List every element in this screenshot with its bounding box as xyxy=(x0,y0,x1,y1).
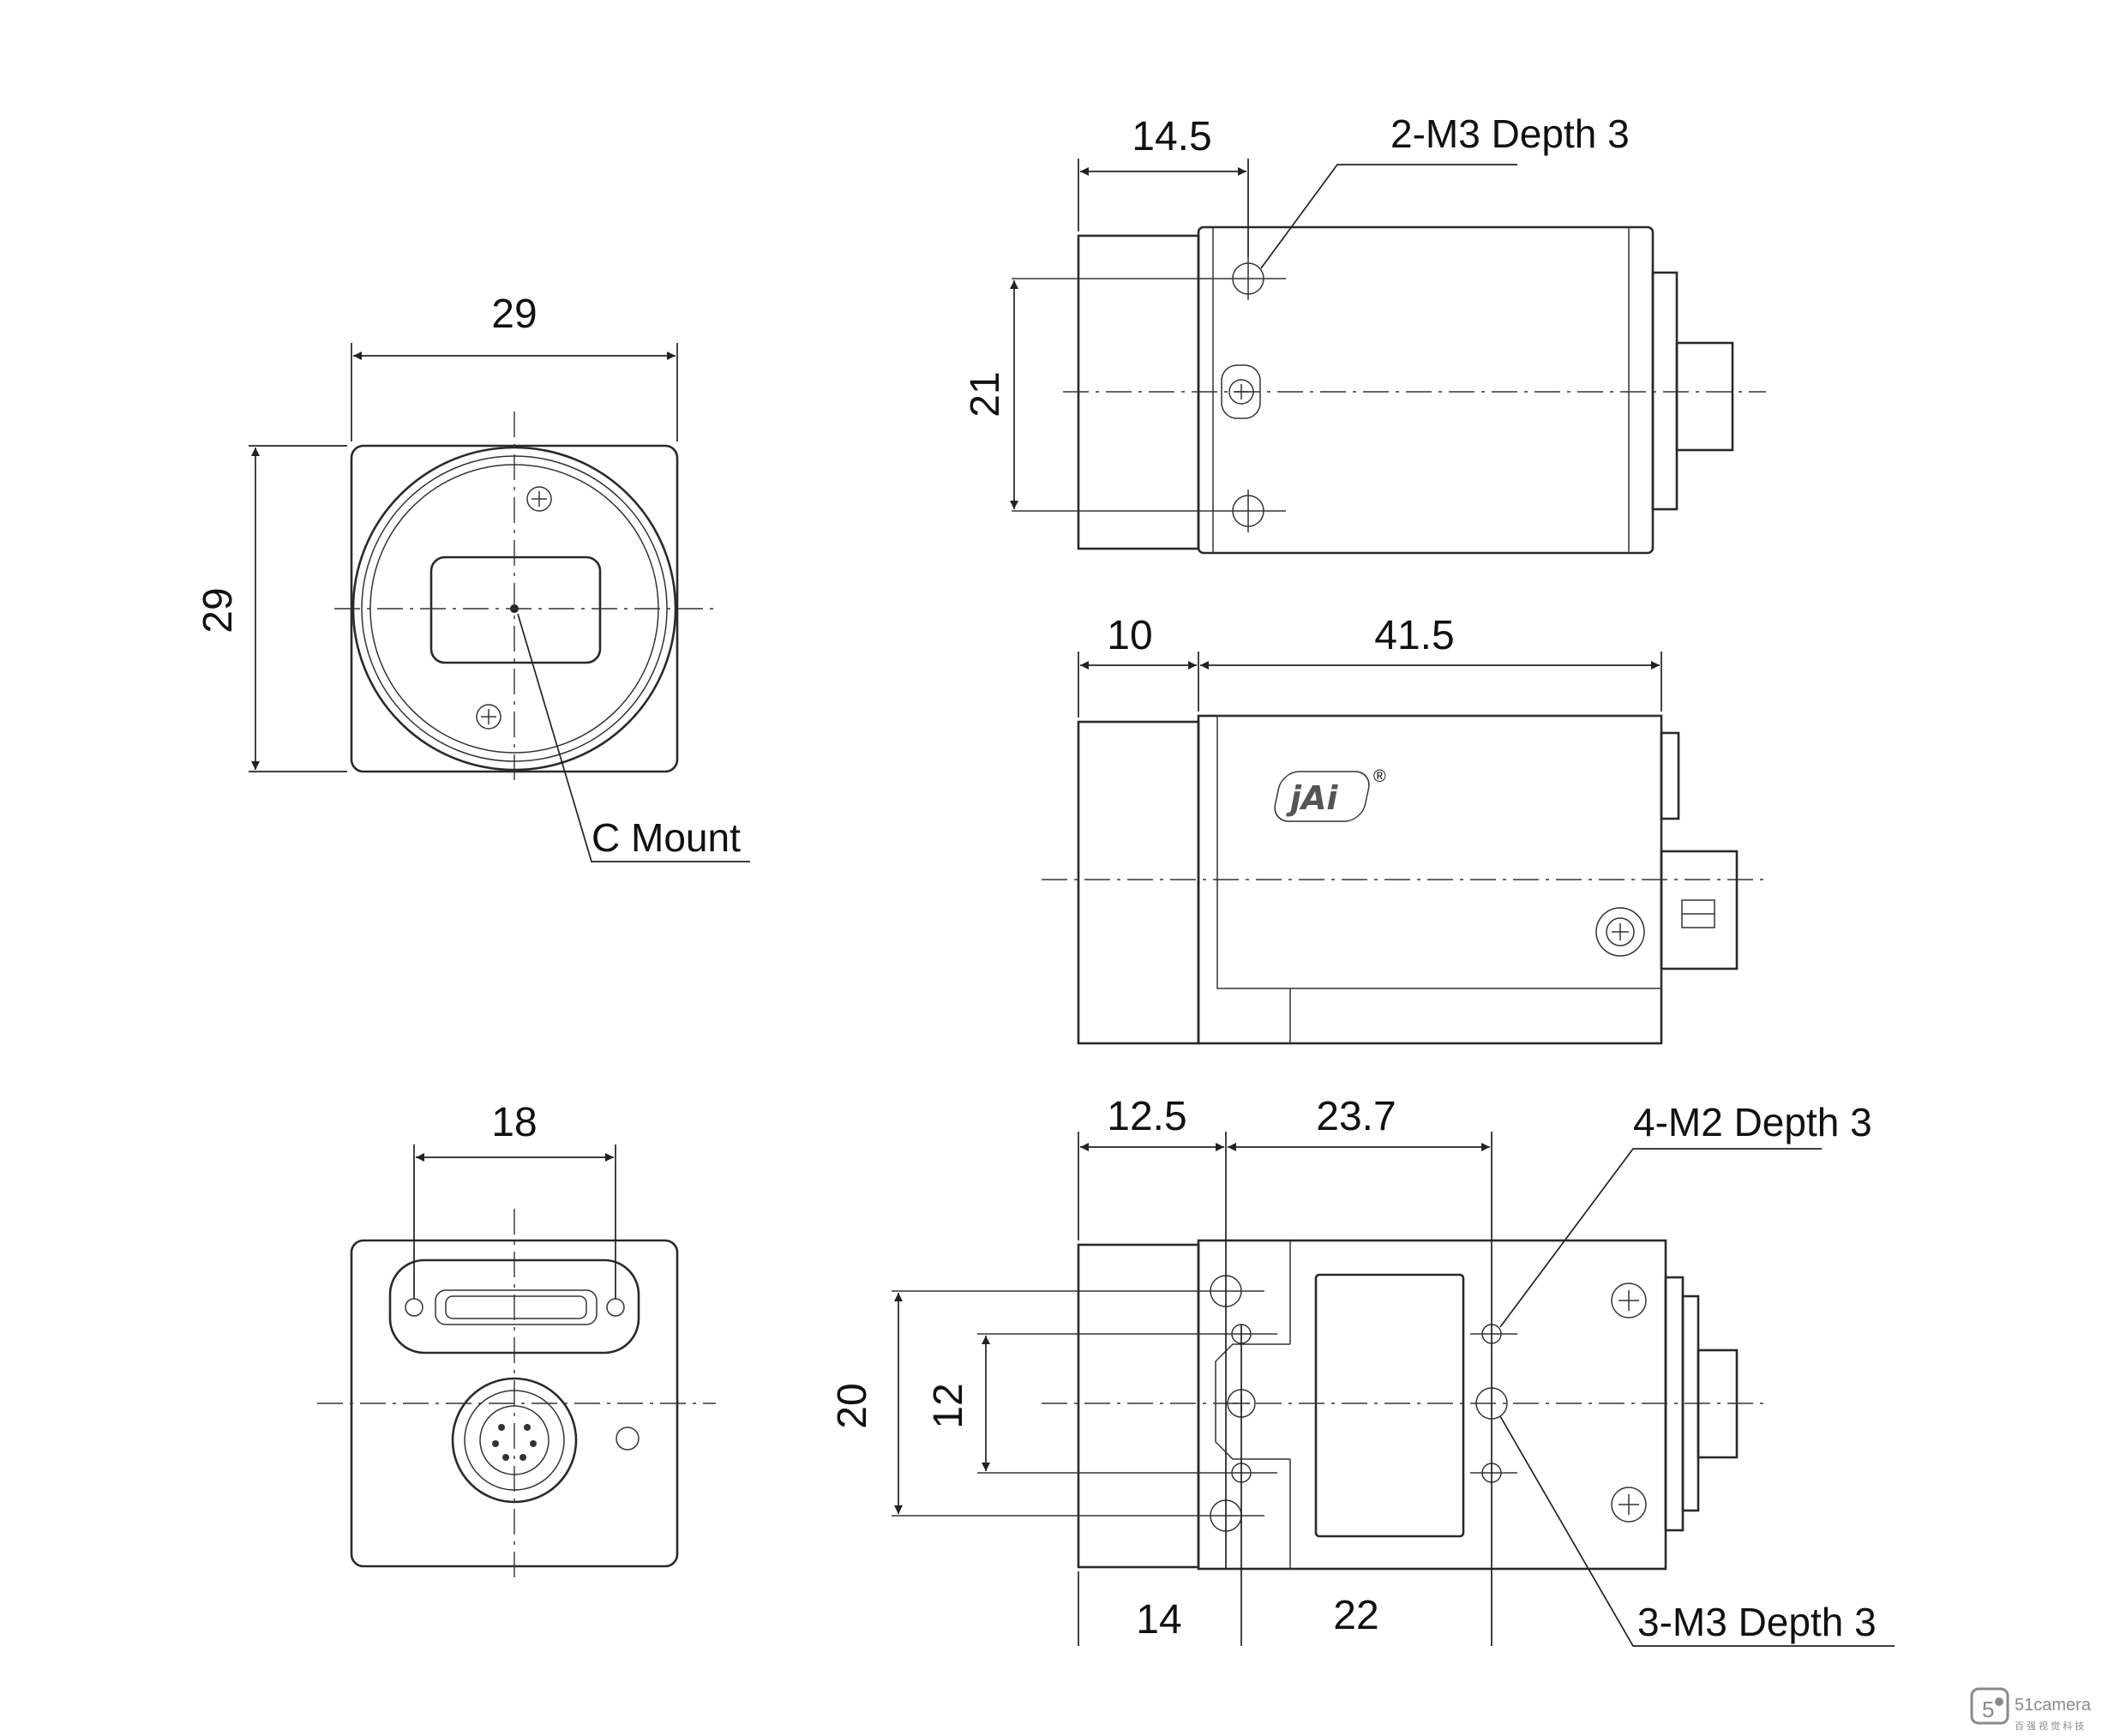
screw-icon xyxy=(1611,1282,1647,1319)
screw-icon xyxy=(1611,1487,1647,1523)
watermark-subtitle: 百 强 视 觉 科 技 xyxy=(2015,1720,2084,1732)
registered-mark: ® xyxy=(1373,767,1386,786)
lower-right-dim: 22 xyxy=(1333,1593,1378,1638)
connector-spacing-dim: 18 xyxy=(491,1100,537,1145)
m3-holes-label: 3-M3 Depth 3 xyxy=(1637,1600,1877,1644)
m2-hole-icon xyxy=(1470,1324,1517,1344)
brand-mark: jAi xyxy=(1286,779,1338,817)
m2-hole-icon xyxy=(1470,1463,1517,1483)
screw-icon xyxy=(476,704,501,730)
watermark-glyph: 5 xyxy=(1982,1697,1994,1722)
rear-view: 18 xyxy=(317,1100,716,1582)
lower-left-dim: 14 xyxy=(1136,1597,1181,1643)
bottom-view: 12.5 23.7 20 12 14 22 4-M2 Depth 3 3-M3 … xyxy=(830,1094,1895,1647)
m2-hole-icon xyxy=(977,1324,1277,1344)
screw-icon xyxy=(1221,364,1261,419)
span-dim: 23.7 xyxy=(1316,1094,1396,1139)
flange-dim: 14.5 xyxy=(1132,114,1211,159)
jai-logo: jAi ® xyxy=(1274,767,1386,822)
screw-icon xyxy=(1595,907,1645,957)
front-width-dim: 29 xyxy=(491,291,537,337)
inner-height-dim: 12 xyxy=(926,1383,971,1428)
m3-holes-label: 2-M3 Depth 3 xyxy=(1390,111,1630,156)
watermark-brand: 51camera xyxy=(2015,1696,2092,1715)
m2-hole-icon xyxy=(977,1463,1277,1483)
offset-dim: 12.5 xyxy=(1107,1094,1186,1139)
m2-holes-label: 4-M2 Depth 3 xyxy=(1633,1100,1872,1144)
m3-hole-icon xyxy=(1012,257,1286,300)
front-view: 29 29 C Mount xyxy=(195,291,750,862)
side-top-view: 14.5 21 2-M3 Depth 3 xyxy=(963,111,1766,555)
front-height-dim: 29 xyxy=(195,587,241,633)
front-length-dim: 10 xyxy=(1107,613,1152,658)
watermark: 5 51camera 百 强 视 觉 科 技 xyxy=(1970,1687,2092,1732)
body-length-dim: 41.5 xyxy=(1374,613,1454,658)
outer-height-dim: 20 xyxy=(830,1383,875,1428)
side-middle-view: jAi ® 10 41.5 xyxy=(1042,613,1766,1045)
c-mount-label: C Mount xyxy=(592,815,741,860)
m3-hole-icon xyxy=(1012,490,1286,532)
hole-spacing-dim: 21 xyxy=(963,371,1008,417)
screw-icon xyxy=(526,486,552,512)
